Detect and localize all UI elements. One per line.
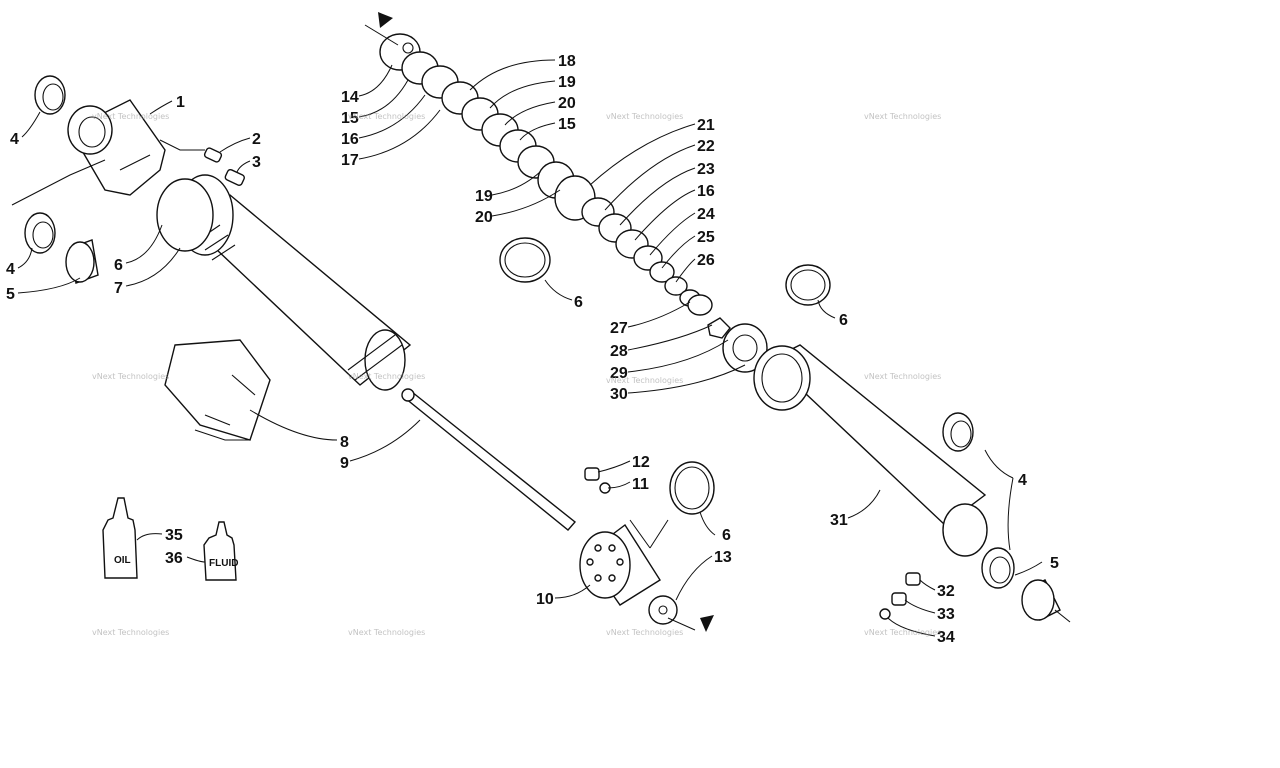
- watermarks: vNext Technologies vNext Technologies vN…: [92, 112, 941, 637]
- callout-18: 18: [558, 53, 576, 70]
- shock-body: [156, 174, 412, 391]
- reservoir-sleeve: [164, 339, 271, 441]
- callout-6-c: 6: [839, 312, 848, 329]
- callout-7-x: 7: [114, 280, 123, 297]
- callout-12: 12: [632, 454, 650, 471]
- callout-3: 3: [252, 154, 261, 171]
- bushing-top-right: [942, 412, 974, 452]
- callout-5-a: 5: [6, 286, 15, 303]
- callout-36: 36: [165, 550, 183, 567]
- callout-4-c: 4: [1018, 472, 1027, 489]
- callout-20-b: 20: [475, 209, 493, 226]
- watermark: vNext Technologies: [348, 628, 425, 637]
- callout-31: 31: [830, 512, 848, 529]
- nut-28: [707, 317, 731, 339]
- seal-head: [722, 323, 768, 373]
- watermark: vNext Technologies: [348, 372, 425, 381]
- watermark: vNext Technologies: [606, 376, 683, 385]
- callout-4-a: 4: [10, 131, 19, 148]
- fitting-3: [224, 168, 245, 186]
- callout-1: 1: [176, 94, 185, 111]
- eyelet-cap-assembly: [11, 75, 245, 284]
- watermark: vNext Technologies: [348, 112, 425, 121]
- shim-stack: [379, 33, 713, 316]
- callout-13: 13: [714, 549, 732, 566]
- fitting-2: [203, 147, 223, 163]
- o-ring-right: [785, 264, 831, 306]
- callout-21: 21: [697, 117, 715, 134]
- callout-29: 29: [610, 365, 628, 382]
- callout-5-b: 5: [1050, 555, 1059, 572]
- arrow-top: [364, 12, 399, 46]
- callout-35: 35: [165, 527, 183, 544]
- leader-lines: [17, 59, 1043, 637]
- callout-23: 23: [697, 161, 715, 178]
- spacer-left: [65, 239, 99, 284]
- callout-14: 14: [341, 89, 359, 106]
- o-ring-piston: [669, 461, 715, 515]
- callout-19-a: 19: [558, 74, 576, 91]
- callout-32: 32: [937, 583, 955, 600]
- watermark: vNext Technologies: [606, 628, 683, 637]
- part-34: [879, 608, 891, 620]
- watermark: vNext Technologies: [92, 628, 169, 637]
- part-12: [584, 467, 600, 481]
- fluid-bottle: FLUID: [203, 521, 238, 581]
- washer-13: [648, 595, 678, 625]
- callout-11: 11: [632, 476, 649, 493]
- piston: [579, 523, 661, 606]
- arrow-bottom: [667, 615, 714, 632]
- callouts: 1 2 3 4 4 4 5 5 6 6 6 6 7 8 9 10 11 12 1…: [6, 53, 1059, 646]
- watermark: vNext Technologies: [864, 372, 941, 381]
- watermark: vNext Technologies: [864, 628, 941, 637]
- callout-27: 27: [610, 320, 628, 337]
- part-32: [905, 572, 921, 586]
- callout-9: 9: [340, 455, 349, 472]
- watermark: vNext Technologies: [92, 372, 169, 381]
- oil-bottle: OIL: [102, 497, 138, 579]
- callout-34: 34: [937, 629, 955, 646]
- callout-26: 26: [697, 252, 715, 269]
- watermark: vNext Technologies: [606, 112, 683, 121]
- callout-6-d: 6: [722, 527, 731, 544]
- callout-6-b: 6: [574, 294, 583, 311]
- reservoir-body: [753, 344, 988, 557]
- callout-24: 24: [697, 206, 715, 223]
- callout-16-a: 16: [341, 131, 359, 148]
- spacer-right: [1021, 579, 1071, 623]
- callout-30: 30: [610, 386, 628, 403]
- callout-8: 8: [340, 434, 349, 451]
- callout-20-a: 20: [558, 95, 576, 112]
- o-ring-left: [156, 178, 214, 252]
- oil-bottle-label: OIL: [114, 555, 131, 566]
- part-33: [891, 592, 907, 606]
- callout-22: 22: [697, 138, 715, 155]
- fluid-bottle-label: FLUID: [209, 558, 238, 569]
- callout-15-b: 15: [558, 116, 576, 133]
- bushing-lower-left: [24, 212, 56, 254]
- callout-15-a: 15: [341, 110, 359, 127]
- body-cap: [67, 99, 205, 196]
- callout-33: 33: [937, 606, 955, 623]
- callout-28: 28: [610, 343, 628, 360]
- callout-10: 10: [536, 591, 554, 608]
- o-ring-center: [499, 237, 551, 283]
- watermark: vNext Technologies: [92, 112, 169, 121]
- bushing-lower-right: [981, 547, 1015, 589]
- callout-4-b: 4: [6, 261, 15, 278]
- callout-6-a: 6: [114, 257, 123, 274]
- callout-19-b: 19: [475, 188, 493, 205]
- watermark: vNext Technologies: [864, 112, 941, 121]
- callout-25: 25: [697, 229, 715, 246]
- callout-16-b: 16: [697, 183, 715, 200]
- shaft: [401, 388, 577, 531]
- callout-2: 2: [252, 131, 261, 148]
- callout-17: 17: [341, 152, 359, 169]
- bushing-top-left: [34, 75, 66, 115]
